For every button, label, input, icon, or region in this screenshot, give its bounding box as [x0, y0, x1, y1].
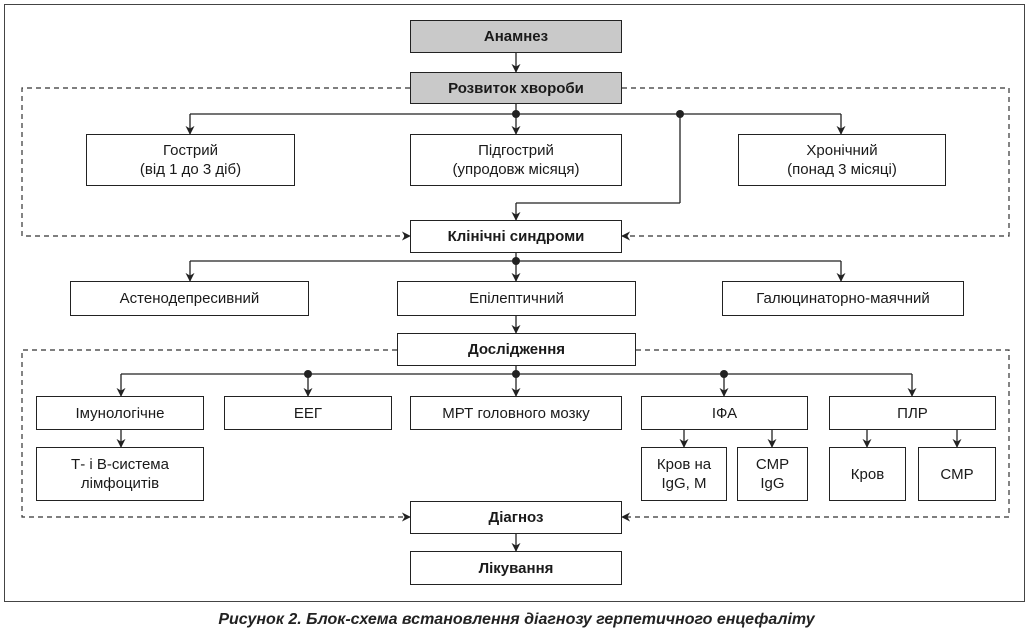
- node-pidgostryi: Підгострий (упродовж місяця): [410, 134, 622, 186]
- node-tb-systema-limfotsytiv: Т- і В-система лімфоцитів: [36, 447, 204, 501]
- node-galyutsynatorno-maiachnyi: Галюцинаторно-маячний: [722, 281, 964, 316]
- node-mrt: МРТ головного мозку: [410, 396, 622, 430]
- node-ifa: ІФА: [641, 396, 808, 430]
- node-epileptychnyi: Епілептичний: [397, 281, 636, 316]
- node-eeg: ЕЕГ: [224, 396, 392, 430]
- node-klinichni-syndromy: Клінічні синдроми: [410, 220, 622, 253]
- node-gostryi: Гострий (від 1 до 3 діб): [86, 134, 295, 186]
- diagram-frame: [4, 4, 1025, 602]
- node-imunologichne: Імунологічне: [36, 396, 204, 430]
- node-krov-igg-m: Кров на IgG, M: [641, 447, 727, 501]
- node-doslidzhennia: Дослідження: [397, 333, 636, 366]
- node-plr: ПЛР: [829, 396, 996, 430]
- node-rozvytok-khvoroby: Розвиток хвороби: [410, 72, 622, 104]
- node-krov: Кров: [829, 447, 906, 501]
- node-diagnoz: Діагноз: [410, 501, 622, 534]
- node-anamnez: Анамнез: [410, 20, 622, 53]
- node-smr-igg: СМР IgG: [737, 447, 808, 501]
- node-astenodepresyvnyi: Астенодепресивний: [70, 281, 309, 316]
- figure-caption: Рисунок 2. Блок-схема встановлення діагн…: [218, 611, 815, 628]
- node-smr: СМР: [918, 447, 996, 501]
- node-khronichnyi: Хронічний (понад 3 місяці): [738, 134, 946, 186]
- node-likuvannia: Лікування: [410, 551, 622, 585]
